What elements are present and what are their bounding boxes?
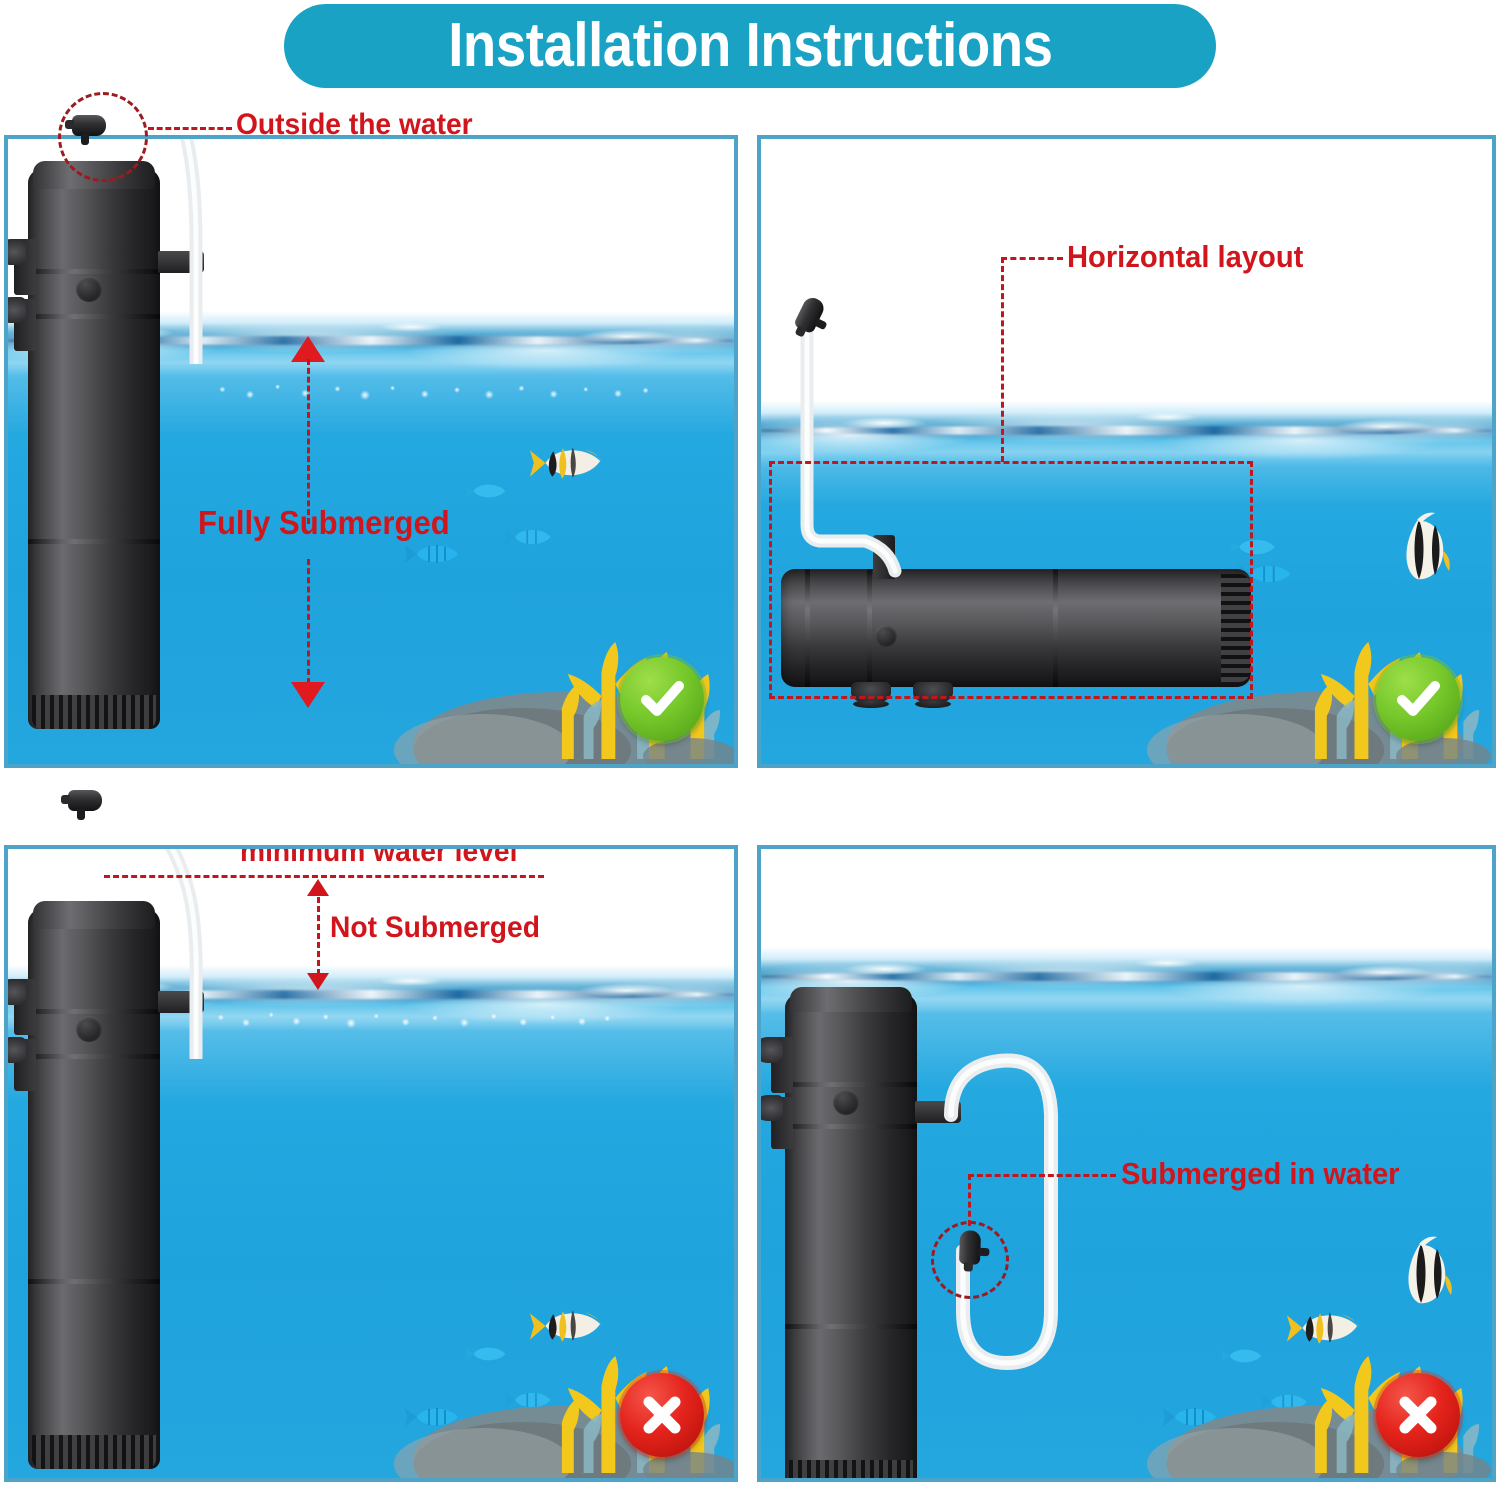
fully-submerged-label: Fully Submerged [198,504,450,541]
filter-body [28,169,160,729]
filter-seam-lower [785,1324,917,1329]
panel-top-right-scene: Horizontal layout [761,139,1492,764]
filter-body [785,994,917,1478]
filter-intake-grille [788,1460,914,1478]
cross-icon [643,1396,681,1434]
filter-outlet-nozzle [158,251,204,273]
verdict-badge-correct [620,657,704,741]
air-valve-icon-bl [61,790,102,820]
submerged-dash-lower [307,559,310,684]
filter-intake-grille [1221,573,1251,683]
air-valve-highlight-circle-tl [58,92,148,182]
filter-top-cap [790,986,912,1012]
outside-water-leader-line [148,127,232,130]
horizontal-layout-bounding-box [769,461,1253,699]
horizontal-layout-label: Horizontal layout [1067,239,1304,274]
filter-outlet-nozzle [158,991,204,1013]
filter-seam-upper [785,1124,917,1129]
submerged-arrow-bottom [291,682,325,708]
check-icon [1397,681,1440,716]
air-valve-icon-tl [65,115,106,145]
suction-cup-upper [8,239,26,265]
verdict-badge-incorrect [1376,1373,1460,1457]
suction-cup-upper [8,979,26,1005]
filter-port-hole [76,276,102,302]
filter-seam-lower [28,1279,160,1284]
submerged-arrow-top [291,336,325,362]
filter-seam-mid [28,269,160,274]
filter-port-hole [76,1016,102,1042]
minimum-water-level-line [104,875,544,878]
page-title: Installation Instructions [447,11,1053,80]
suction-cup-lower [8,297,26,323]
filter-seam-end [805,569,810,687]
air-region [761,139,1492,434]
filter-pump-vertical [28,160,160,729]
filter-outlet-nozzle [915,1101,961,1123]
horizontal-layout-leader-horizontal [1001,257,1063,260]
filter-pump-horizontal [781,569,1251,687]
suction-cup-lower [8,1037,26,1063]
bubble-stream [204,1007,624,1033]
not-submerged-arrow-top [307,879,329,896]
filter-seam-left [867,569,872,687]
filter-port-hole [875,625,897,647]
panel-top-left-scene: Fully Submerged [8,139,734,764]
not-submerged-label: Not Submerged [330,911,540,944]
water-surface [761,947,1492,1013]
panel-top-left: Fully Submerged [4,135,738,768]
filter-port-hole [833,1089,859,1115]
filter-top-cap [33,900,155,929]
suction-cup-upper [761,1037,783,1063]
page-title-banner: Installation Instructions [284,4,1216,88]
check-icon [641,681,684,716]
filter-seam-upper [28,1054,160,1059]
panel-bottom-right-scene: Submerged in water [761,849,1492,1478]
verdict-badge-correct [1376,657,1460,741]
filter-seam-mid [785,1082,917,1087]
outside-the-water-label: Outside the water [236,108,473,141]
submerged-leader-vertical [968,1174,971,1226]
suction-cup-lower [761,1095,783,1121]
air-valve-highlight-circle-br [931,1221,1009,1299]
filter-body [781,569,1251,687]
not-submerged-dash [317,897,320,975]
minimum-water-level-label: minimum water level [240,849,518,868]
cross-icon [1399,1396,1437,1434]
filter-seam-upper [28,314,160,319]
filter-pump-vertical [785,986,917,1478]
panel-bottom-left-scene: minimum water level Not Submerged [8,849,734,1478]
filter-body [28,909,160,1469]
panel-bottom-right: Submerged in water [757,845,1496,1482]
horizontal-layout-leader-vertical [1001,257,1004,462]
filter-intake-grille [31,1435,157,1469]
submerged-dash-upper [307,359,310,524]
filter-pump-vertical [28,900,160,1469]
water-surface [761,401,1492,467]
panel-top-right: Horizontal layout [757,135,1496,768]
filter-seam-mid [28,1009,160,1014]
panel-bottom-left: minimum water level Not Submerged [4,845,738,1482]
filter-seam-lower [28,539,160,544]
submerged-leader-horizontal [968,1174,1116,1177]
bubble-stream [204,379,664,405]
filter-intake-grille [31,695,157,729]
verdict-badge-incorrect [620,1373,704,1457]
not-submerged-arrow-bottom [307,973,329,990]
filter-seam-right [1053,569,1058,687]
submerged-in-water-label: Submerged in water [1121,1156,1400,1191]
